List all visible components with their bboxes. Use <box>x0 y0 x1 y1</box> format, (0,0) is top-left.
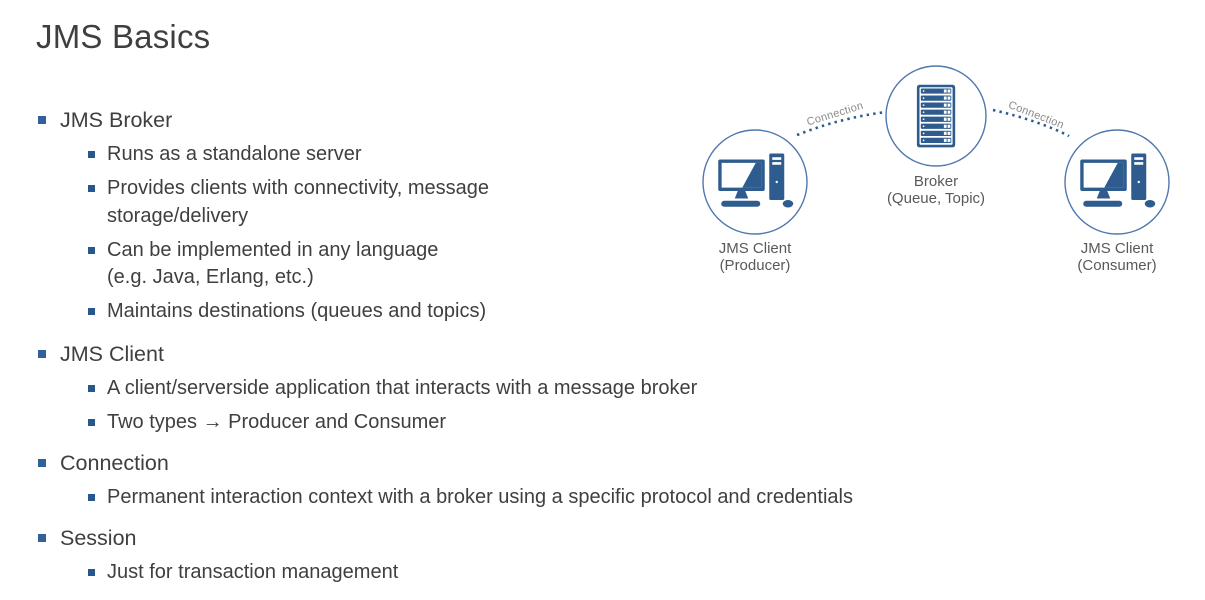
outline-item: Two types → Producer and Consumer <box>0 409 1160 437</box>
section-jms-client: JMS Client A client/serverside applicati… <box>0 338 1160 443</box>
outline-item-text: Maintains destinations (queues and topic… <box>107 300 487 322</box>
bullet-square-icon <box>88 185 95 192</box>
outline-item: Provides clients with connectivity, mess… <box>0 175 1160 230</box>
outline-item: A client/serverside application that int… <box>0 375 1160 403</box>
bullet-square-icon <box>88 494 95 501</box>
bullet-square-icon <box>38 116 46 124</box>
section-connection: Connection Permanent interaction context… <box>0 447 1160 518</box>
outline-heading: Connection <box>0 447 1160 479</box>
bullet-square-icon <box>88 308 95 315</box>
server-rack-icon <box>917 85 955 148</box>
bullet-square-icon <box>88 151 95 158</box>
outline-item-text: A client/serverside application that int… <box>107 377 698 399</box>
outline-heading: JMS Broker <box>0 104 1160 136</box>
outline-item: Can be implemented in any language (e.g.… <box>0 237 1160 292</box>
bullet-square-icon <box>38 459 46 467</box>
outline-item-text: Two types → Producer and Consumer <box>107 411 447 433</box>
outline-item-text: Provides clients with connectivity, mess… <box>107 177 490 227</box>
outline-heading: Session <box>0 522 1160 554</box>
outline-item: Just for transaction management <box>0 559 1160 587</box>
connection-dotted-line-right <box>992 108 1070 138</box>
node-broker: Broker (Queue, Topic) <box>885 65 987 207</box>
section-title: Connection <box>60 451 169 475</box>
outline-item-text: Runs as a standalone server <box>107 143 362 165</box>
bullet-square-icon <box>88 246 95 254</box>
diagram-svg: Connection Connection JMS Client (Produc… <box>702 65 1170 274</box>
node-jms-client-consumer: JMS Client (Consumer) <box>1064 129 1170 274</box>
section-session: Session Just for transaction management <box>0 522 1160 593</box>
bullet-square-icon <box>88 569 95 576</box>
bullet-square-icon <box>38 534 46 542</box>
outline-item-text: Just for transaction management <box>107 561 399 583</box>
node-label: (Consumer) <box>1077 257 1156 274</box>
node-label: JMS Client <box>1081 240 1154 257</box>
outline-item: Maintains destinations (queues and topic… <box>0 298 1160 326</box>
connection-label: Connection <box>805 100 865 129</box>
bullet-square-icon <box>88 419 95 426</box>
section-title: Session <box>60 526 137 550</box>
jms-architecture-diagram: Connection Connection JMS Client (Produc… <box>690 55 1195 295</box>
bullet-square-icon <box>88 385 95 392</box>
outline-item: Runs as a standalone server <box>0 141 1160 169</box>
node-label: (Queue, Topic) <box>887 190 985 207</box>
node-label: (Producer) <box>720 257 791 274</box>
section-title: JMS Broker <box>60 108 173 132</box>
connection-label: Connection <box>1007 99 1066 131</box>
bullet-square-icon <box>38 350 46 358</box>
node-jms-client-producer: JMS Client (Producer) <box>702 129 808 274</box>
section-jms-broker: JMS Broker Runs as a standalone server P… <box>0 104 1160 332</box>
section-title: JMS Client <box>60 342 164 366</box>
outline-item: Permanent interaction context with a bro… <box>0 484 1160 512</box>
slide-title: JMS Basics <box>36 18 211 55</box>
node-label: JMS Client <box>719 240 792 257</box>
node-label: Broker <box>914 173 958 190</box>
outline-heading: JMS Client <box>0 338 1160 370</box>
outline-item-text: Can be implemented in any language (e.g.… <box>107 238 439 289</box>
outline-item-text: Permanent interaction context with a bro… <box>107 486 853 508</box>
